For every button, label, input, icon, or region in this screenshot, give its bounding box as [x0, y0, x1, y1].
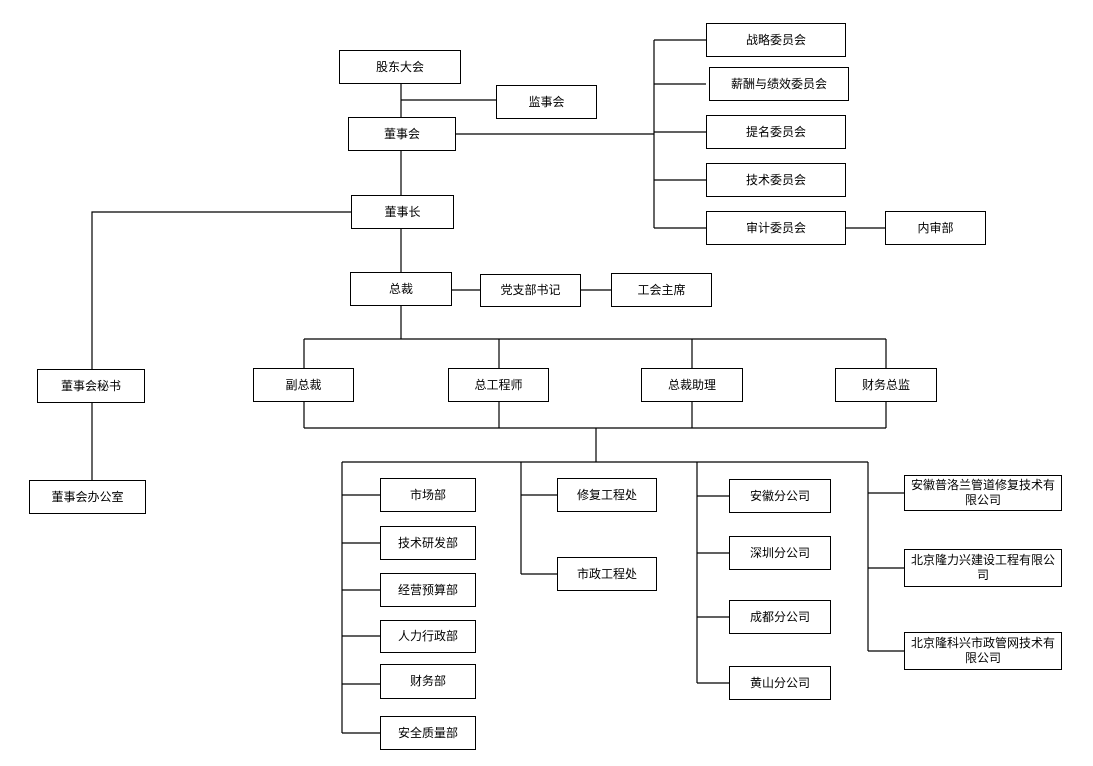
- node-beijing-longke-subsidiary: 北京隆科兴市政管网技术有限公司: [904, 632, 1062, 670]
- node-vice-president: 副总裁: [253, 368, 354, 402]
- node-hr-admin-dept: 人力行政部: [380, 620, 476, 653]
- node-board-of-directors: 董事会: [348, 117, 456, 151]
- node-party-secretary: 党支部书记: [480, 274, 581, 307]
- node-audit-committee: 审计委员会: [706, 211, 846, 245]
- node-shenzhen-branch: 深圳分公司: [729, 536, 831, 570]
- node-budget-dept: 经营预算部: [380, 573, 476, 607]
- node-marketing-dept: 市场部: [380, 478, 476, 512]
- node-union-chairman: 工会主席: [611, 273, 712, 307]
- node-rnd-dept: 技术研发部: [380, 526, 476, 560]
- node-anhui-branch: 安徽分公司: [729, 479, 831, 513]
- node-shareholders-meeting: 股东大会: [339, 50, 461, 84]
- node-safety-quality-dept: 安全质量部: [380, 716, 476, 750]
- node-supervisory-board: 监事会: [496, 85, 597, 119]
- node-municipal-engineering: 市政工程处: [557, 557, 657, 591]
- node-strategy-committee: 战略委员会: [706, 23, 846, 57]
- node-chief-engineer: 总工程师: [448, 368, 549, 402]
- node-chairman: 董事长: [351, 195, 454, 229]
- node-president: 总裁: [350, 272, 452, 306]
- node-huangshan-branch: 黄山分公司: [729, 666, 831, 700]
- node-repair-engineering: 修复工程处: [557, 478, 657, 512]
- node-compensation-committee: 薪酬与绩效委员会: [709, 67, 849, 101]
- node-beijing-longli-subsidiary: 北京隆力兴建设工程有限公司: [904, 549, 1062, 587]
- node-board-secretary: 董事会秘书: [37, 369, 145, 403]
- node-president-assistant: 总裁助理: [641, 368, 743, 402]
- node-finance-director: 财务总监: [835, 368, 937, 402]
- node-nomination-committee: 提名委员会: [706, 115, 846, 149]
- node-finance-dept: 财务部: [380, 664, 476, 699]
- node-internal-audit: 内审部: [885, 211, 986, 245]
- node-chengdu-branch: 成都分公司: [729, 600, 831, 634]
- connector: [91, 211, 351, 369]
- node-technology-committee: 技术委员会: [706, 163, 846, 197]
- node-anhui-pulan-subsidiary: 安徽普洛兰管道修复技术有限公司: [904, 475, 1062, 511]
- node-board-office: 董事会办公室: [29, 480, 146, 514]
